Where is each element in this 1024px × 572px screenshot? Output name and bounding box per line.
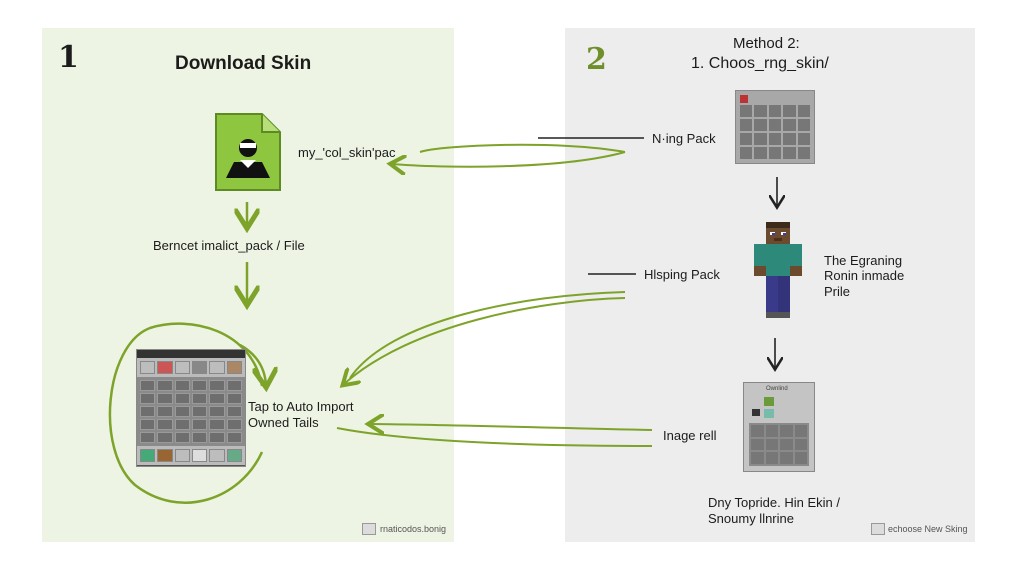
- window-status-bar: [137, 350, 245, 358]
- desc-line3: Prile: [824, 284, 851, 299]
- inventory-grid: [137, 377, 245, 446]
- image-window-header: Ownlind: [766, 386, 788, 392]
- image-label: Inage rell: [663, 428, 717, 443]
- pack1-label: N·ing Pack: [652, 131, 716, 146]
- right-watermark: echoose New Sking: [888, 524, 968, 534]
- left-watermark-logo-icon: [362, 523, 376, 535]
- file-name-label: my_'col_skin'pac: [298, 145, 396, 160]
- method-subtitle: 1. Choos_rng_skin/: [691, 55, 829, 72]
- right-watermark-logo-icon: [871, 523, 885, 535]
- left-watermark: rnaticodos.bonig: [380, 524, 447, 534]
- left-title: Download Skin: [175, 53, 312, 74]
- minecraft-character-icon: [752, 222, 804, 318]
- tap-import-line2: Owned Tails: [248, 415, 319, 430]
- tap-import-line1: Tap to Auto Import: [248, 399, 354, 414]
- thumb-icon-1: [764, 397, 774, 406]
- thumb-icon-3: [764, 409, 774, 418]
- inventory-top-row: [137, 358, 245, 377]
- pack2-label: Hlsping Pack: [644, 267, 720, 282]
- image-grid: [749, 423, 809, 466]
- step-number-1: 1: [58, 40, 79, 75]
- skin-file-icon: [214, 112, 282, 192]
- bottom-line1: Dny Topride. Hin Ekin /: [708, 495, 840, 510]
- bottom-line2: Snoumy llnrine: [708, 511, 794, 526]
- pack-icon: [740, 95, 748, 103]
- left-step-text: Berncet imalict_pack / File: [153, 238, 305, 253]
- desc-line1: The Egraning: [824, 253, 903, 268]
- inventory-window: [136, 349, 246, 467]
- step-number-2: 2: [586, 42, 607, 77]
- method-title: Method 2:: [733, 35, 800, 52]
- image-window: Ownlind: [743, 382, 815, 472]
- pack-grid-top: [735, 90, 815, 164]
- thumb-icon-2: [752, 409, 760, 416]
- inventory-hotbar: [137, 446, 245, 465]
- desc-line2: Ronin inmade: [824, 268, 905, 283]
